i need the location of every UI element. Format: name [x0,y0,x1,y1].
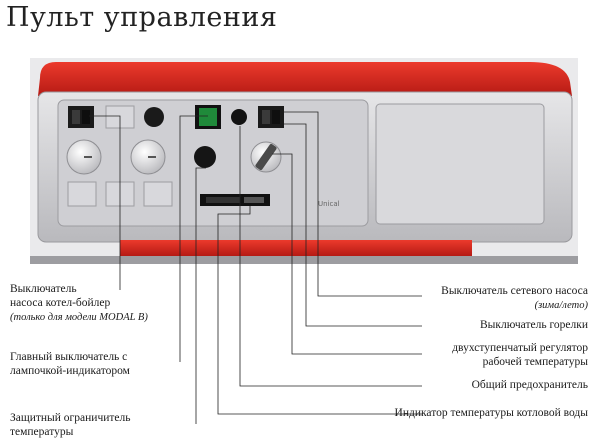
net-pump-switch-label: Выключатель сетевого насоса (зима/лето) [441,284,588,313]
brand-label: Unical [318,200,340,208]
dial-left[interactable] [66,139,102,175]
bottom-red-strip [120,240,472,256]
net-pump-switch[interactable] [258,106,284,128]
net-pump-label-line1: Выключатель сетевого насоса [441,285,588,297]
water-temperature-indicator [200,194,270,206]
main-switch-label-line1: Главный выключатель с [10,351,128,363]
regulator-label-line2: рабочей температуры [482,356,588,368]
indicator-lamp [144,107,164,127]
temperature-indicator-label: Индикатор температуры котловой воды [394,407,588,419]
main-switch[interactable] [195,105,221,129]
blank-slot [143,181,173,207]
limiter-label: Защитный ограничитель температуры [10,411,131,439]
regulator-label-line1: двухступенчатый регулятор [452,342,588,354]
pump-switch-label: Выключатель насоса котел-бойлер (только … [10,282,148,325]
top-red-band [38,62,572,96]
pump-switch-label-line2: насоса котел-бойлер [10,297,111,309]
page-title: Пульт управления [6,2,278,33]
callout-lines [89,111,422,424]
safety-limiter-button[interactable] [194,146,216,168]
temperature-regulator-knob[interactable] [250,141,282,173]
blank-slot [67,181,97,207]
boiler-body [30,58,578,264]
main-switch-label-line2: лампочкой-индикатором [10,365,130,377]
fuse-cap[interactable] [231,109,247,125]
limiter-label-line2: температуры [10,426,74,438]
blank-cover-plate [375,103,545,225]
net-pump-note: (зима/лето) [534,300,588,311]
fuse-label: Общий предохранитель [471,379,588,391]
limiter-label-line1: Защитный ограничитель [10,412,131,424]
pump-switch[interactable] [68,106,94,128]
burner-switch-label: Выключатель горелки [480,319,588,331]
pump-switch-note: (только для модели MODAL B) [10,312,148,323]
main-switch-label: Главный выключатель с лампочкой-индикато… [10,350,130,378]
regulator-label: двухступенчатый регулятор рабочей темпер… [452,341,588,369]
dial-middle[interactable] [130,139,166,175]
pump-switch-label-line1: Выключатель [10,283,77,295]
